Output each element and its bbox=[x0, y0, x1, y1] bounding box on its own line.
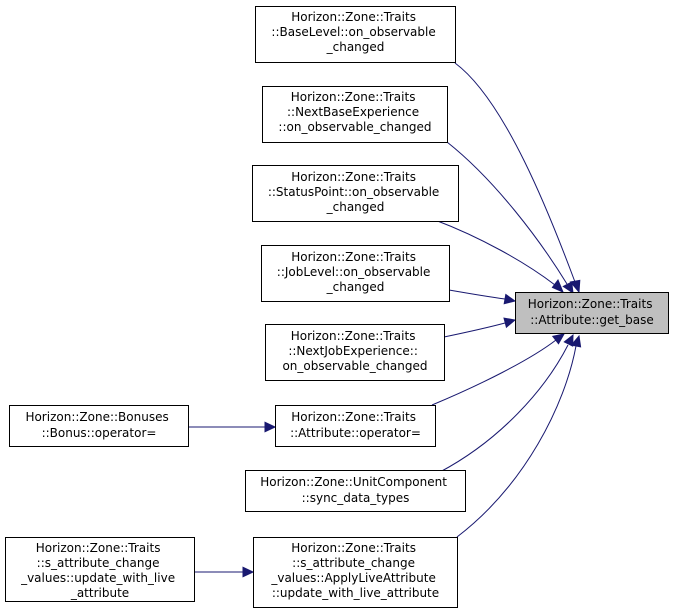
node-apply-live-box bbox=[253, 537, 458, 608]
node-unit-component-line-2: ::sync_data_types bbox=[302, 491, 410, 505]
node-job-level-line-3: _changed bbox=[326, 280, 385, 294]
node-next-job-exp-line-3: on_observable_changed bbox=[282, 359, 427, 373]
edge-update-live-arrowhead bbox=[242, 566, 255, 578]
edge-next-job-exp-arrowhead bbox=[503, 317, 517, 329]
node-update-live-line-3: _values::update_with_live bbox=[20, 571, 175, 585]
node-next-job-exp-line-1: Horizon::Zone::Traits bbox=[291, 329, 416, 343]
edge-unit-component-arrowhead bbox=[563, 333, 574, 347]
edge-status-point-arrowhead bbox=[551, 279, 564, 293]
node-bonus-operator[interactable]: Horizon::Zone::Bonuses ::Bonus::operator… bbox=[9, 405, 189, 447]
node-unit-component-box bbox=[245, 470, 466, 512]
node-update-live-box bbox=[5, 537, 195, 602]
node-job-level-line-2: ::JobLevel::on_observable bbox=[277, 265, 431, 279]
node-attribute-operator[interactable]: Horizon::Zone::Traits ::Attribute::opera… bbox=[275, 405, 436, 447]
node-update-live-line-1: Horizon::Zone::Traits bbox=[36, 541, 161, 555]
edge-bonus-operator-arrowhead bbox=[264, 421, 277, 433]
node-bonus-operator-line-2: ::Bonus::operator= bbox=[42, 426, 157, 440]
node-update-live-line-4: _attribute bbox=[70, 586, 129, 600]
node-next-base-exp-line-2: ::NextBaseExperience bbox=[287, 105, 419, 119]
node-attribute-operator-line-2: ::Attribute::operator= bbox=[290, 426, 421, 440]
svg-text:Horizon::Zone::Traits ::: Horizon::Zone::Traits ::NextBaseExperien… bbox=[278, 90, 431, 134]
node-next-job-exp-box bbox=[265, 324, 445, 381]
node-attribute-get-base-box bbox=[515, 292, 669, 334]
node-next-base-experience-on-observable-changed[interactable]: Horizon::Zone::Traits ::NextBaseExperien… bbox=[262, 86, 448, 143]
node-next-base-exp-line-3: ::on_observable_changed bbox=[278, 120, 431, 134]
node-base-level-line-2: ::BaseLevel::on_observable bbox=[271, 25, 435, 39]
node-attribute-get-base-line-2: ::Attribute::get_base bbox=[530, 313, 653, 327]
node-base-level-line-1: Horizon::Zone::Traits bbox=[291, 10, 416, 24]
node-apply-live-line-4: ::update_with_live_attribute bbox=[272, 586, 439, 600]
node-apply-live-line-1: Horizon::Zone::Traits bbox=[291, 541, 416, 555]
svg-text:Horizon::Zone::Traits ::: Horizon::Zone::Traits ::StatusPoint::on_… bbox=[268, 170, 443, 214]
node-job-level-line-1: Horizon::Zone::Traits bbox=[291, 250, 416, 264]
node-apply-live-attribute-update[interactable]: Horizon::Zone::Traits ::s_attribute_chan… bbox=[253, 537, 458, 608]
edge-next-job-exp-to-get-base bbox=[443, 322, 506, 338]
node-status-point-box bbox=[252, 165, 459, 222]
edge-next-base-exp-to-get-base bbox=[446, 141, 568, 285]
node-attribute-get-base[interactable]: Horizon::Zone::Traits ::Attribute::get_b… bbox=[515, 292, 669, 334]
svg-text:Horizon::Zone::Traits ::: Horizon::Zone::Traits ::JobLevel::on_obs… bbox=[277, 250, 434, 294]
node-attribute-get-base-line-1: Horizon::Zone::Traits bbox=[528, 297, 653, 311]
node-update-with-live-attribute[interactable]: Horizon::Zone::Traits ::s_attribute_chan… bbox=[5, 537, 195, 602]
node-status-point-line-3: _changed bbox=[326, 200, 385, 214]
node-bonus-operator-box bbox=[9, 405, 189, 447]
edges bbox=[189, 62, 582, 578]
node-base-level-on-observable-changed[interactable]: Horizon::Zone::Traits ::BaseLevel::on_ob… bbox=[255, 6, 456, 63]
node-status-point-line-2: ::StatusPoint::on_observable bbox=[268, 185, 439, 199]
node-status-point-on-observable-changed[interactable]: Horizon::Zone::Traits ::StatusPoint::on_… bbox=[252, 165, 459, 222]
node-attribute-operator-line-1: Horizon::Zone::Traits bbox=[291, 410, 416, 424]
node-status-point-line-1: Horizon::Zone::Traits bbox=[291, 170, 416, 184]
edge-base-level-to-get-base bbox=[454, 62, 576, 283]
svg-text:Horizon::Zone::Traits ::: Horizon::Zone::Traits ::Attribute::opera… bbox=[290, 410, 421, 440]
edge-status-point-to-get-base bbox=[434, 219, 556, 286]
node-base-level-line-3: _changed bbox=[326, 40, 385, 54]
edge-attr-operator-arrowhead bbox=[551, 333, 565, 345]
node-next-base-exp-line-1: Horizon::Zone::Traits bbox=[291, 90, 416, 104]
svg-text:Horizon::Zone::UnitComponent: Horizon::Zone::UnitComponent ::sync_data… bbox=[260, 475, 451, 505]
node-unit-component-sync-data-types[interactable]: Horizon::Zone::UnitComponent ::sync_data… bbox=[245, 470, 466, 512]
node-next-job-experience-on-observable-changed[interactable]: Horizon::Zone::Traits ::NextJobExperienc… bbox=[265, 324, 445, 381]
node-job-level-on-observable-changed[interactable]: Horizon::Zone::Traits ::JobLevel::on_obs… bbox=[261, 245, 450, 302]
node-attribute-operator-box bbox=[275, 405, 436, 447]
edge-unit-component-to-get-base bbox=[439, 344, 569, 473]
edge-apply-live-to-get-base bbox=[456, 345, 577, 538]
node-base-level-box bbox=[255, 6, 456, 63]
edge-base-level-arrowhead bbox=[569, 279, 581, 294]
node-job-level-box bbox=[261, 245, 450, 302]
svg-text:Horizon::Zone::Traits ::: Horizon::Zone::Traits ::s_attribute_chan… bbox=[270, 541, 439, 600]
svg-text:Horizon::Zone::Bonuses :: Horizon::Zone::Bonuses ::Bonus::operator… bbox=[25, 410, 172, 440]
node-next-job-exp-line-2: ::NextJobExperience:: bbox=[288, 344, 418, 358]
edge-apply-live-arrowhead bbox=[570, 334, 582, 348]
node-update-live-line-2: ::s_attribute_change bbox=[37, 556, 160, 570]
edge-next-base-exp-arrowhead bbox=[562, 281, 574, 295]
edge-job-level-to-get-base bbox=[448, 289, 506, 300]
node-apply-live-line-3: _values::ApplyLiveAttribute bbox=[270, 571, 435, 585]
svg-text:Horizon::Zone::Traits ::: Horizon::Zone::Traits ::NextJobExperienc… bbox=[282, 329, 427, 373]
edge-job-level-arrowhead bbox=[503, 293, 517, 305]
svg-text:Horizon::Zone::Traits ::: Horizon::Zone::Traits ::s_attribute_chan… bbox=[20, 541, 179, 600]
node-apply-live-line-2: ::s_attribute_change bbox=[292, 556, 415, 570]
svg-text:Horizon::Zone::Traits ::: Horizon::Zone::Traits ::Attribute::get_b… bbox=[528, 297, 657, 327]
node-unit-component-line-1: Horizon::Zone::UnitComponent bbox=[260, 475, 447, 489]
edge-attr-operator-to-get-base bbox=[431, 339, 557, 406]
node-next-base-exp-box bbox=[262, 86, 448, 143]
svg-text:Horizon::Zone::Traits ::: Horizon::Zone::Traits ::BaseLevel::on_ob… bbox=[271, 10, 439, 54]
node-bonus-operator-line-1: Horizon::Zone::Bonuses bbox=[25, 410, 168, 424]
